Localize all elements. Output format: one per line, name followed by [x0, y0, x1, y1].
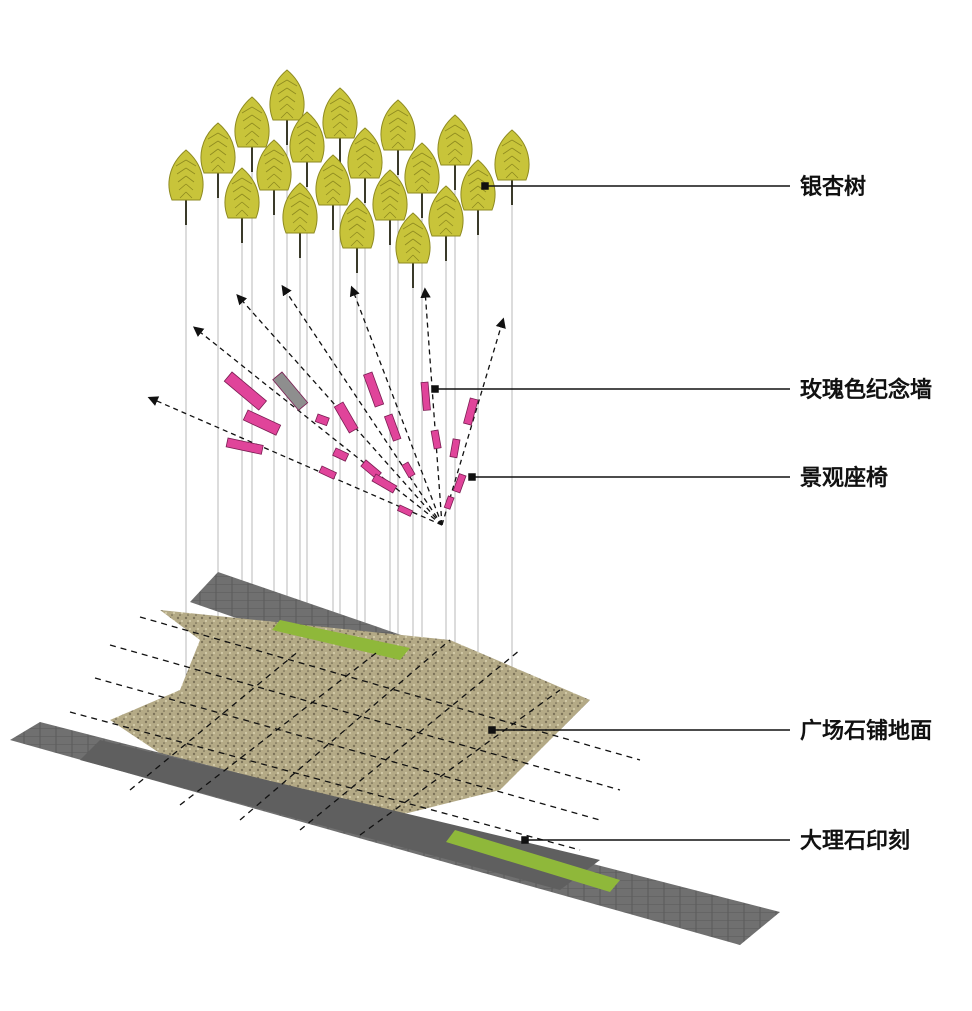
label-bench: 景观座椅 — [800, 465, 888, 491]
ginkgo-tree-icon — [372, 169, 408, 245]
label-ginkgo: 银杏树 — [800, 174, 866, 200]
radiating-arrows — [147, 284, 506, 526]
ginkgo-tree-icon — [224, 167, 260, 243]
ginkgo-tree-icon — [168, 149, 204, 225]
grid-line — [359, 689, 561, 836]
ginkgo-tree-icon — [315, 154, 351, 230]
memorial-wall-block — [363, 371, 385, 408]
memorial-wall-block — [272, 371, 309, 411]
dashed-arrow — [441, 317, 506, 526]
memorial-wall-block — [396, 504, 414, 517]
memorial-wall-block — [443, 495, 455, 510]
lawn-lower — [446, 830, 620, 892]
ginkgo-tree-icon — [428, 185, 464, 261]
memorial-wall-block — [420, 381, 431, 411]
memorial-walls — [223, 371, 479, 517]
memorial-wall-block — [223, 371, 268, 411]
memorial-wall-block — [449, 438, 461, 459]
ginkgo-tree-icon — [395, 212, 431, 288]
memorial-wall-block — [333, 401, 359, 434]
ginkgo-trees — [168, 69, 530, 288]
paving-layer — [10, 572, 780, 945]
ginkgo-tree-icon — [380, 99, 416, 175]
dashed-arrow — [192, 326, 443, 526]
ginkgo-tree-icon — [404, 142, 440, 218]
ginkgo-tree-icon — [269, 69, 305, 145]
ginkgo-tree-icon — [347, 127, 383, 203]
dashed-arrow — [420, 287, 443, 526]
label-memorial-wall: 玫瑰色纪念墙 — [800, 377, 932, 403]
memorial-wall-block — [430, 429, 442, 450]
grid-line — [129, 649, 301, 791]
memorial-wall-block — [242, 409, 282, 436]
ginkgo-tree-icon — [289, 111, 325, 187]
grid-line — [109, 644, 621, 791]
ginkgo-tree-icon — [494, 129, 530, 205]
memorial-wall-block — [452, 473, 467, 494]
memorial-wall-block — [332, 447, 350, 462]
ginkgo-tree-icon — [256, 139, 292, 215]
dashed-arrow — [281, 284, 443, 526]
memorial-wall-block — [314, 413, 330, 427]
grid-line — [299, 649, 521, 831]
memorial-wall-block — [225, 437, 264, 455]
label-marble-engraving: 大理石印刻 — [800, 828, 910, 854]
dashed-arrow — [349, 285, 443, 526]
ginkgo-tree-icon — [200, 122, 236, 198]
ginkgo-tree-icon — [322, 87, 358, 163]
dashed-arrow — [147, 396, 443, 526]
lawn-upper — [272, 620, 410, 660]
memorial-wall-block — [463, 397, 479, 426]
memorial-wall-block — [383, 413, 402, 442]
memorial-wall-block — [318, 465, 338, 480]
grid-line — [179, 649, 381, 806]
ginkgo-tree-icon — [460, 159, 496, 235]
memorial-wall-block — [371, 473, 398, 494]
paving-grid-lines — [69, 616, 641, 851]
label-plaza-paving: 广场石铺地面 — [800, 718, 932, 744]
leader-lines — [431, 182, 790, 844]
grid-line — [69, 711, 581, 851]
ginkgo-tree-icon — [437, 114, 473, 190]
ginkgo-tree-icon — [339, 197, 375, 273]
stone-walkway — [80, 740, 600, 890]
grid-line — [239, 639, 451, 821]
grid-line — [139, 616, 641, 761]
memorial-wall-block — [401, 461, 416, 479]
ginkgo-tree-icon — [282, 182, 318, 258]
ginkgo-tree-icon — [234, 96, 270, 172]
